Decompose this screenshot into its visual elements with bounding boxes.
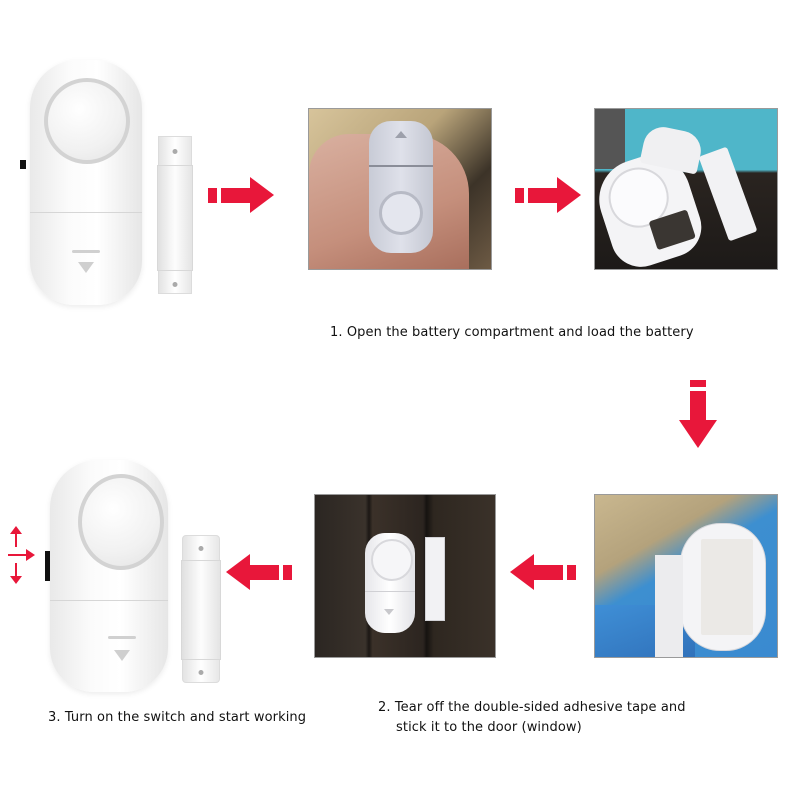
product-image-top xyxy=(18,58,208,308)
photo-alarm-on-door xyxy=(314,494,496,658)
magnet-sensor xyxy=(157,136,193,294)
side-switch xyxy=(20,160,26,169)
siren-button xyxy=(78,474,164,570)
arrow-right-icon xyxy=(208,175,278,215)
arrow-left-icon xyxy=(506,552,576,592)
photo-hand-holding-alarm xyxy=(308,108,492,270)
alarm-unit xyxy=(50,460,168,692)
arrow-down-icon xyxy=(78,262,94,273)
arrow-down-icon xyxy=(678,380,718,452)
photo-adhesive-tape xyxy=(594,494,778,658)
product-image-bottom xyxy=(0,455,225,700)
arrow-left-icon xyxy=(222,552,292,592)
arrow-down-icon xyxy=(114,650,130,661)
step-1-caption: 1. Open the battery compartment and load… xyxy=(330,325,694,340)
magnet-sensor xyxy=(181,535,221,683)
on-off-switch xyxy=(45,551,54,581)
step-2-caption-line1: 2. Tear off the double-sided adhesive ta… xyxy=(378,700,686,715)
alarm-unit xyxy=(30,60,142,305)
photo-battery-compartment xyxy=(594,108,778,270)
step-3-caption: 3. Turn on the switch and start working xyxy=(48,710,307,725)
step-2-caption-line2: stick it to the door (window) xyxy=(396,720,582,735)
switch-direction-arrows-icon xyxy=(6,525,36,585)
arrow-right-icon xyxy=(515,175,585,215)
siren-button xyxy=(44,78,130,164)
